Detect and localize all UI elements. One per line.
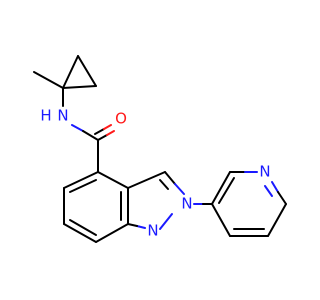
bond-co-a: [97, 134, 108, 141]
bond-c3-n2-a: [164, 171, 176, 185]
molecule-svg: N H O N N N: [33, 55, 287, 243]
bond-n1-c7a-b: [127, 223, 138, 227]
bond-c3-n2-inner-a: [159, 179, 169, 190]
bond-py-c3-c2-inner: [218, 177, 235, 204]
atom-amide-h: H: [40, 107, 51, 125]
bond-c3-n2-b: [174, 183, 185, 195]
bond-py-c4-c3: [211, 203, 231, 237]
bond-c4-c5-inner: [69, 179, 97, 193]
bond-cp-1: [62, 55, 79, 89]
bond-c6-c7: [63, 223, 97, 243]
bond-c4-c5: [63, 171, 99, 189]
bond-cp-3: [62, 85, 97, 89]
bond-py-n-c6-inner: [264, 185, 273, 197]
atom-carbonyl-o: O: [115, 110, 127, 128]
bond-n-c-2: [82, 130, 99, 141]
atom-indazole-n2: N: [181, 195, 192, 213]
bond-methyl-cp: [33, 71, 64, 89]
bond-c6-c7-inner: [69, 219, 97, 236]
bond-co-d: [103, 124, 112, 130]
molecule-structure-diagram: N H O N N N: [33, 55, 287, 243]
bond-py-n-c6-a: [271, 181, 279, 193]
bond-n1-c7a-a: [136, 225, 146, 229]
bond-cp-2: [77, 55, 97, 87]
atom-amide-n: N: [57, 107, 68, 125]
bond-c7-c7a: [95, 223, 129, 243]
bond-co-b: [106, 130, 115, 136]
bond-py-c3-c2: [211, 171, 231, 205]
bond-c3a-c3: [127, 171, 166, 189]
bond-py-n-c6-b: [277, 191, 287, 205]
bond-py-c6-c5: [267, 203, 287, 237]
bond-n-c: [71, 124, 84, 132]
bond-c3a-c4: [97, 171, 129, 189]
atom-pyridine-n: N: [259, 163, 270, 181]
bond-co-c: [94, 128, 105, 135]
atom-indazole-n1: N: [147, 222, 158, 240]
bond-n2-n1: [159, 213, 173, 230]
